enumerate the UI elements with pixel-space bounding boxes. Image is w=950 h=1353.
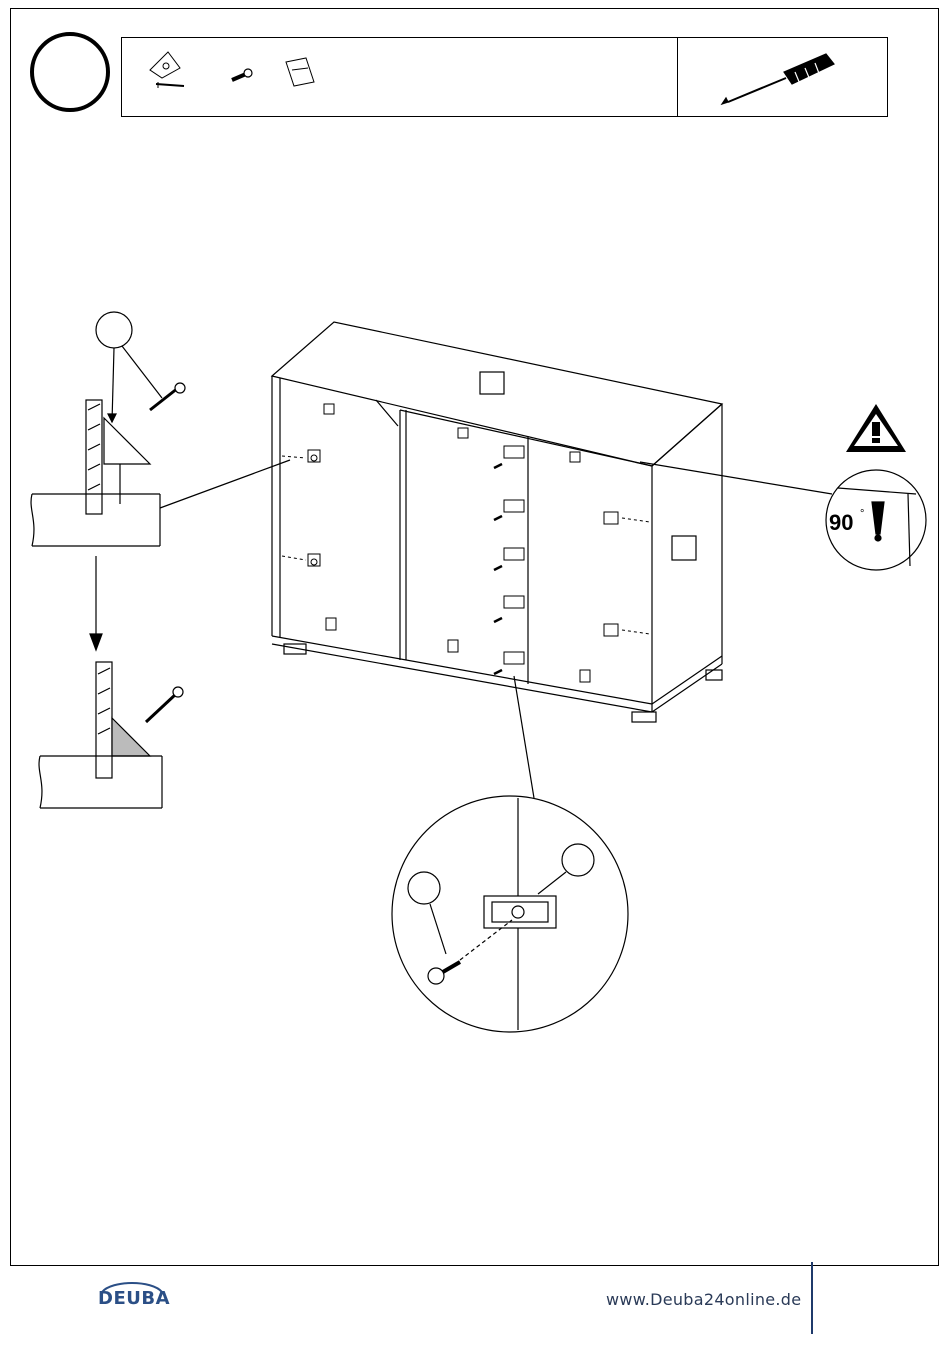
footer-accent-bar — [811, 1262, 813, 1334]
bracket-detail-installed — [39, 662, 183, 808]
website-link[interactable]: www.Deuba24online.de — [606, 1290, 801, 1309]
bracket-detail-top — [31, 312, 290, 650]
screwdriver-icon — [722, 54, 834, 104]
screw-icon — [232, 69, 252, 80]
connector-plate-icon — [286, 58, 314, 86]
connector-callout — [392, 676, 628, 1032]
cabinet-drawing — [272, 322, 722, 722]
brand-logo: DEUBA — [98, 1288, 170, 1309]
angle-label: 90 — [829, 510, 853, 536]
degree-symbol: ° — [860, 508, 864, 520]
warning-icon — [846, 404, 906, 452]
angle-bracket-icon — [150, 52, 184, 88]
